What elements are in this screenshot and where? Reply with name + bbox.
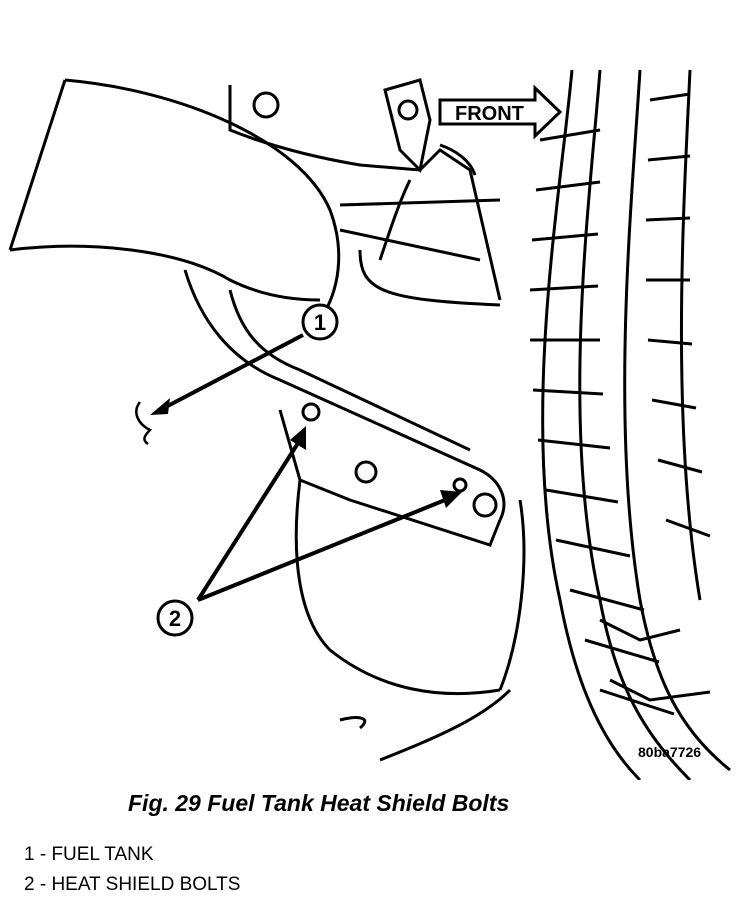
legend-item: 2 - HEAT SHIELD BOLTS — [24, 874, 241, 895]
callout-1: 1 — [135, 303, 339, 446]
tire-drawing — [529, 69, 731, 780]
front-arrow: FRONT — [438, 84, 563, 140]
heat-shield-illustration: FRONT 1 2 80ba7726 — [8, 69, 731, 780]
figure-caption: Fig. 29 Fuel Tank Heat Shield Bolts — [128, 790, 510, 816]
legend-list: 1 - FUEL TANK 2 - HEAT SHIELD BOLTS — [24, 840, 240, 900]
fuel-tank-drawing — [8, 78, 526, 762]
drawing-id: 80ba7726 — [638, 744, 701, 760]
legend-item: 1 - FUEL TANK — [24, 844, 154, 865]
callout-2: 2 — [156, 426, 462, 637]
callout-2-label: 2 — [169, 606, 181, 631]
fuel-line-bracket-drawing — [378, 78, 502, 301]
callout-1-label: 1 — [314, 310, 326, 335]
front-label: FRONT — [455, 103, 524, 125]
